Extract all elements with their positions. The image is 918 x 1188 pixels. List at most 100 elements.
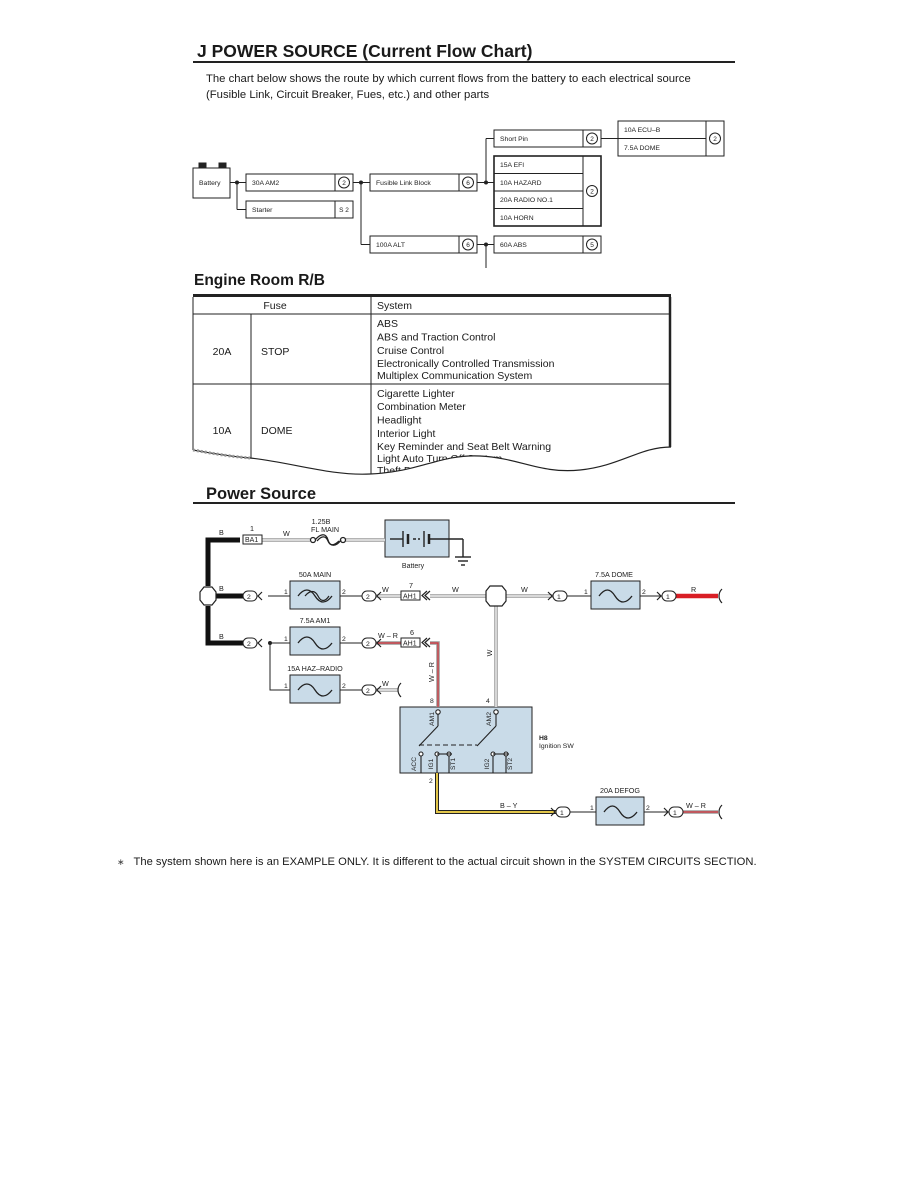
ps-conn-1c <box>555 806 571 818</box>
fc-am2-label: 30A AM2 <box>252 180 279 187</box>
ps-conn-2c-num: 2 <box>366 594 370 601</box>
ps-ah1-label-6: AH1 <box>403 641 417 648</box>
ps-defog-pin1: 1 <box>590 805 594 812</box>
ps-main50-label: 50A MAIN <box>299 570 331 579</box>
rb-row1-amp: 20A <box>213 346 232 358</box>
footnote: ∗The system shown here is an EXAMPLE ONL… <box>117 856 757 868</box>
ps-w-label-vert: W <box>485 649 494 656</box>
ps-ah1-label-7: AH1 <box>403 594 417 601</box>
fc-ecu-pin: 2 <box>713 136 717 143</box>
fc-abs-pin: 5 <box>590 242 594 249</box>
ps-conn-2d <box>361 637 377 649</box>
ps-haz-pin1: 1 <box>284 683 288 690</box>
ps-w-label-2: W <box>382 585 389 594</box>
fc-dome-label: 7.5A DOME <box>624 145 660 152</box>
current-flow-chart: Battery 30A AM2 2 Starter S 2 Fusible Li… <box>192 120 725 268</box>
fc-starter-pin: S 2 <box>339 207 349 214</box>
ps-dome-pin2: 2 <box>642 589 646 596</box>
intro-line-1: The chart below shows the route by which… <box>206 73 691 85</box>
ps-conn-1d <box>668 806 684 818</box>
ps-w-label-1: W <box>283 529 290 538</box>
ps-conn-2b <box>242 637 258 649</box>
ps-conn-2b-num: 2 <box>247 641 251 648</box>
fc-am2-pin: 2 <box>342 180 346 187</box>
ps-ah1-connector-6 <box>400 637 421 648</box>
ps-wr-label-vert: W – R <box>427 662 436 682</box>
fuse-icon <box>304 590 330 602</box>
fc-abs-label: 60A ABS <box>500 242 527 249</box>
ps-conn-2e-num: 2 <box>366 688 370 695</box>
fc-ecu-b-label: 10A ECU–B <box>624 127 661 134</box>
fc-battery-label: Battery <box>199 180 221 187</box>
rb-row1-sys: Multiplex Communication System <box>377 370 532 382</box>
page-title: J POWER SOURCE (Current Flow Chart) <box>197 41 533 61</box>
ps-w-label-5: W <box>382 679 389 688</box>
ps-ign-am2: AM2 <box>486 712 493 726</box>
ps-haz-radio-label: 15A HAZ–RADIO <box>287 664 343 673</box>
rb-row2-sys: Cigarette Lighter <box>377 388 455 400</box>
ps-w-label-4: W <box>521 585 528 594</box>
fc-horn-label: 10A HORN <box>500 215 534 222</box>
ps-am1-pin2: 2 <box>342 636 346 643</box>
ps-by-label: B – Y <box>500 801 518 810</box>
ps-defog-pin2: 2 <box>646 805 650 812</box>
ps-ign-name: Ignition SW <box>539 743 574 750</box>
rb-table: Fuse System 20A STOP ABS ABS and Tractio… <box>192 294 672 475</box>
fc-short-pin-num: 2 <box>590 136 594 143</box>
fc-efi-label: 15A EFI <box>500 162 524 169</box>
rb-heading: Engine Room R/B <box>194 272 325 289</box>
rb-row1-name: STOP <box>261 346 289 358</box>
fc-radio-label: 20A RADIO NO.1 <box>500 197 553 204</box>
rb-row2-sys: Interior Light <box>377 428 435 440</box>
fuse-icon <box>297 636 333 650</box>
power-source-rule <box>193 502 735 504</box>
ps-junction-left <box>199 586 217 606</box>
fuse-icon <box>598 589 633 603</box>
fc-alt-pin: 6 <box>466 242 470 249</box>
ps-ign-id: H8 <box>539 735 548 742</box>
ps-ign-ig2: IG2 <box>484 758 491 769</box>
rb-row2-name: DOME <box>261 425 293 437</box>
rb-row1-sys: Cruise Control <box>377 345 444 357</box>
power-source-heading: Power Source <box>206 485 317 503</box>
ps-ign-acc: ACC <box>411 757 418 771</box>
ps-wr-label-1: W – R <box>378 631 398 640</box>
ps-conn-1a-num: 1 <box>557 594 561 601</box>
ps-ba1-connector <box>242 534 263 545</box>
ps-main50-pin2: 2 <box>342 589 346 596</box>
fc-alt-label: 100A ALT <box>376 242 405 249</box>
ps-b-label-bottom: B <box>219 632 224 641</box>
rb-row2-amp: 10A <box>213 425 232 437</box>
ps-conn-2c <box>361 590 377 602</box>
ps-dome-label: 7.5A DOME <box>595 570 633 579</box>
ps-am1-pin1: 1 <box>284 636 288 643</box>
ps-ign-ig1: IG1 <box>428 758 435 769</box>
ps-conn-2a-num: 2 <box>247 594 251 601</box>
ps-ign-st2: ST2 <box>507 758 514 770</box>
ps-ah1-pin6: 6 <box>410 628 414 637</box>
intro-line-2: (Fusible Link, Circuit Breaker, Fues, et… <box>206 89 490 101</box>
ps-ah1-connector-7 <box>400 590 421 601</box>
ps-wr-label-2: W – R <box>686 801 706 810</box>
fc-fl-block-label: Fusible Link Block <box>376 180 431 187</box>
title-rule <box>193 61 735 63</box>
fuse-icon <box>297 589 333 603</box>
ps-r-label: R <box>691 585 696 594</box>
rb-row1-sys: Electronically Controlled Transmission <box>377 358 555 370</box>
fc-group-pin: 2 <box>590 189 594 196</box>
ps-main50-pin1: 1 <box>284 589 288 596</box>
ps-fl-size: 1.25B <box>312 517 331 526</box>
fuse-icon <box>603 805 638 819</box>
fc-short-pin-label: Short Pin <box>500 136 528 143</box>
ps-junction-right <box>485 585 507 607</box>
fusible-link-icon <box>309 534 347 546</box>
ps-w-label-3: W <box>452 585 459 594</box>
ps-b-label-top: B <box>219 528 224 537</box>
rb-row2-sys: Combination Meter <box>377 401 466 413</box>
ps-battery-label: Battery <box>402 563 425 570</box>
rb-row2-sys: Key Reminder and Seat Belt Warning <box>377 441 551 453</box>
ps-dome-pin1: 1 <box>584 589 588 596</box>
battery-icon <box>390 531 471 566</box>
ps-ign-st1: ST1 <box>450 758 457 770</box>
ps-dome-box <box>590 580 641 610</box>
